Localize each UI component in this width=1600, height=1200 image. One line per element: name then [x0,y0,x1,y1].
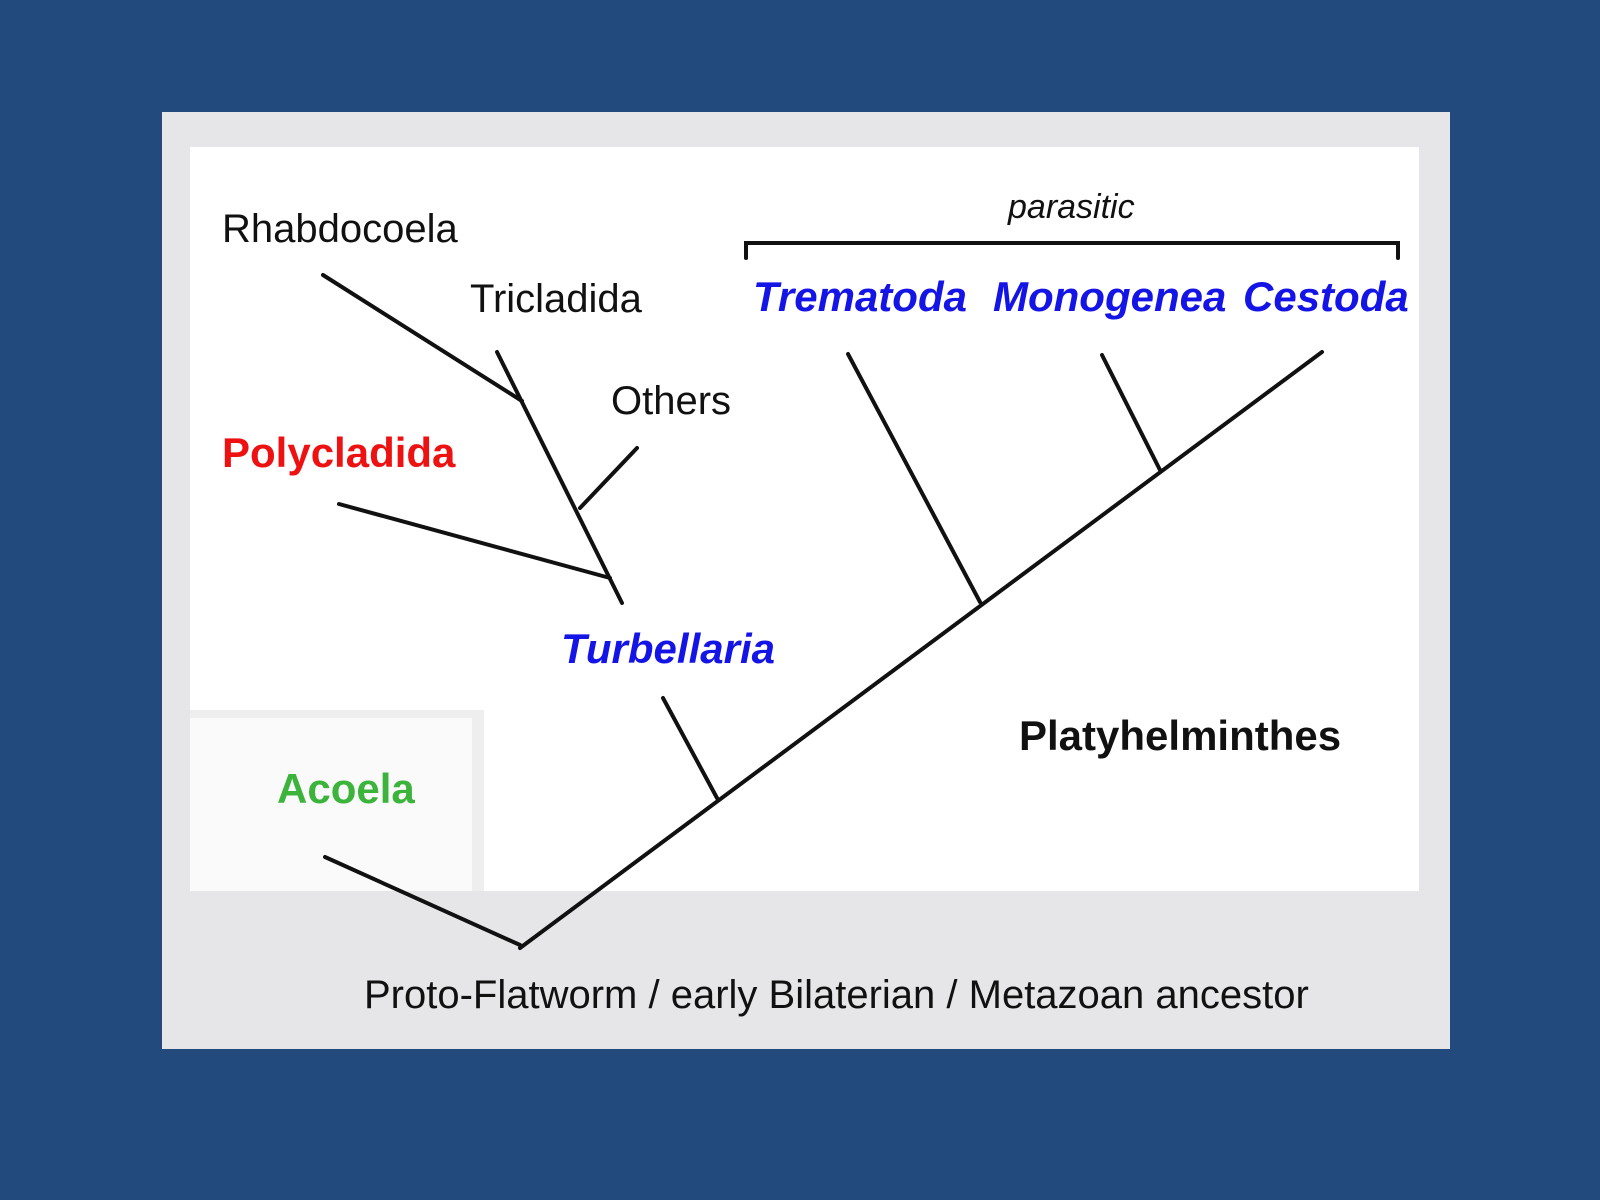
parasitic-bracket [744,241,1400,260]
label-root-ancestor: Proto-Flatworm / early Bilaterian / Meta… [364,973,1309,1017]
tree-edge-polycladida [337,502,612,580]
diagram-panel [162,112,1450,1049]
label-platyhelminthes: Platyhelminthes [1019,712,1341,759]
label-tricladida: Tricladida [470,277,643,321]
label-turbellaria: Turbellaria [561,625,775,672]
label-cestoda: Cestoda [1243,273,1409,320]
tree-edge-turbellaria [661,696,719,800]
tree-edge-turbellaria-internal [495,350,624,605]
tree-edge-trematoda [846,352,982,604]
label-parasitic: parasitic [1007,188,1135,226]
label-monogenea: Monogenea [993,273,1226,320]
label-others: Others [611,379,731,423]
label-polycladida: Polycladida [222,429,456,476]
tree-edge-acoela [323,855,522,947]
tree-edge-trunk [518,350,1324,950]
tree-edge-monogenea [1100,353,1162,472]
label-acoela: Acoela [277,765,415,812]
label-rhabdocoela: Rhabdocoela [222,207,458,251]
tree-edge-others [578,446,639,510]
tree-edge-rhabdocoela [321,273,524,403]
label-trematoda: Trematoda [753,273,967,320]
